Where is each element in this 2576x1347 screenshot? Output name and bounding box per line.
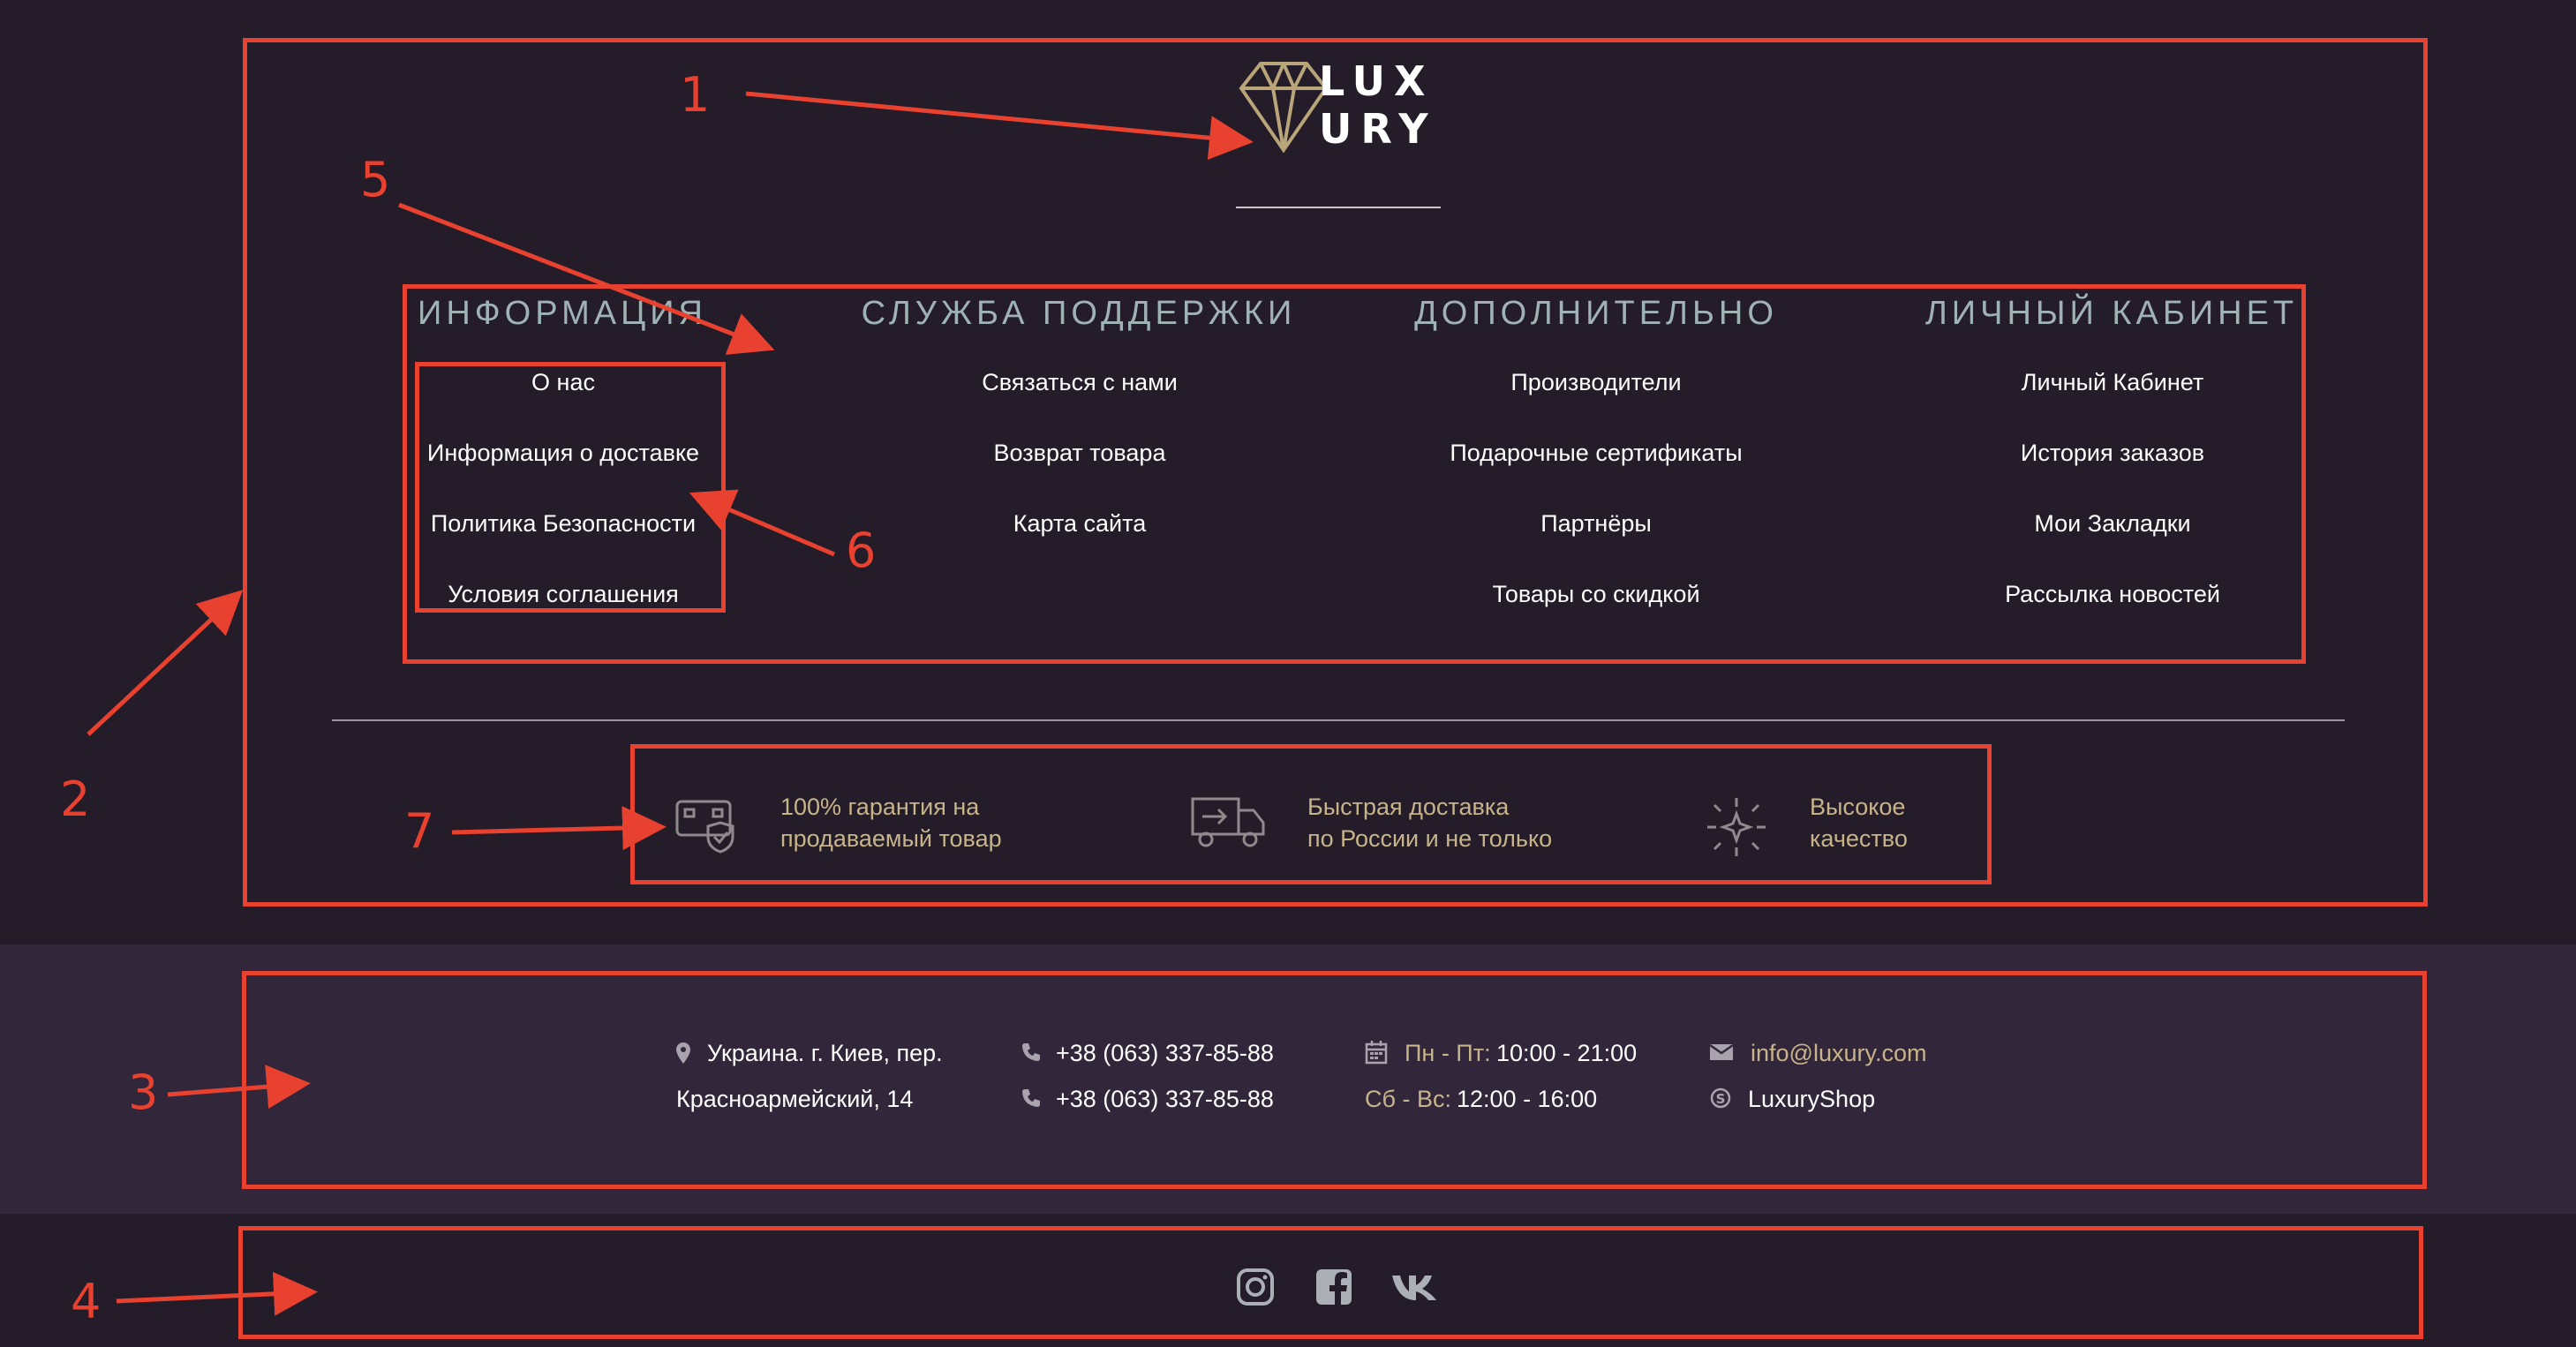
phone-icon (1022, 1043, 1040, 1061)
annotation-box-columns (403, 284, 2306, 664)
annotation-box-contacts (242, 971, 2427, 1189)
envelope-icon (1709, 1043, 1734, 1060)
sparkle-quality-icon (1707, 798, 1766, 856)
phone-icon (1022, 1089, 1040, 1107)
annotation-arrow-4 (116, 1271, 318, 1316)
vk-icon[interactable] (1390, 1272, 1440, 1302)
link-wishlist[interactable]: Мои Закладки (2034, 510, 2191, 537)
feature-delivery-line2: по России и не только (1307, 825, 1553, 852)
annotation-number-6: 6 (846, 523, 877, 578)
location-pin-icon (676, 1042, 690, 1064)
feature-delivery-line1: Быстрая доставка (1307, 794, 1510, 820)
weekday-hours: 10:00 - 21:00 (1496, 1040, 1638, 1066)
delivery-truck-icon (1191, 797, 1265, 847)
annotation-arrow-6 (689, 489, 835, 557)
annotation-number-3: 3 (128, 1065, 159, 1120)
annotation-box-info-links (415, 362, 726, 613)
email-link[interactable]: info@luxury.com (1751, 1040, 1927, 1066)
logo-text-line1: LUX (1319, 58, 1435, 105)
annotation-arrow-7 (451, 806, 667, 851)
column-title-info: ИНФОРМАЦИЯ (418, 295, 707, 332)
column-title-extra: ДОПОЛНИТЕЛЬНО (1414, 295, 1778, 332)
annotation-arrow-2 (87, 590, 244, 736)
feature-quality-line1: Высокое (1810, 794, 1906, 820)
annotation-number-4: 4 (71, 1274, 102, 1329)
link-delivery-info[interactable]: Информация о доставке (426, 440, 700, 466)
svg-text:S: S (1716, 1091, 1726, 1107)
address-line2: Красноармейский, 14 (676, 1086, 914, 1112)
annotation-number-2: 2 (60, 771, 91, 827)
feature-guarantee-line1: 100% гарантия на (780, 794, 980, 820)
diamond-icon (1239, 62, 1329, 154)
phone-2[interactable]: +38 (063) 337-85-88 (1056, 1086, 1274, 1112)
link-contact-us[interactable]: Связаться с нами (982, 369, 1178, 395)
column-title-support: СЛУЖБА ПОДДЕРЖКИ (861, 295, 1297, 332)
feature-quality-line2: качество (1810, 825, 1908, 852)
address-line1: Украина. г. Киев, пер. (707, 1040, 943, 1066)
link-manufacturers[interactable]: Производители (1510, 369, 1682, 395)
weekday-label: Пн - Пт: (1405, 1040, 1491, 1066)
feature-guarantee-line2: продаваемый товар (780, 825, 1002, 852)
link-order-history[interactable]: История заказов (2020, 440, 2205, 466)
annotation-number-5: 5 (360, 152, 391, 207)
annotation-arrow-1 (745, 91, 1254, 161)
link-sitemap[interactable]: Карта сайта (1013, 510, 1147, 537)
link-privacy-policy[interactable]: Политика Безопасности (430, 510, 697, 537)
instagram-icon[interactable] (1236, 1268, 1275, 1306)
link-newsletter[interactable]: Рассылка новостей (2005, 581, 2220, 607)
contact-band (0, 944, 2576, 1214)
skype-name[interactable]: LuxuryShop (1748, 1086, 1876, 1112)
annotation-number-1: 1 (680, 67, 711, 123)
weekend-label: Сб - Вс: (1365, 1086, 1451, 1112)
link-terms[interactable]: Условия соглашения (448, 581, 679, 607)
annotation-box-main (243, 38, 2428, 907)
link-account[interactable]: Личный Кабинет (2021, 369, 2204, 395)
logo-text-line2: URY (1319, 105, 1437, 153)
link-returns[interactable]: Возврат товара (993, 440, 1166, 466)
social-band (0, 1214, 2576, 1347)
link-partners[interactable]: Партнёры (1540, 510, 1652, 537)
facebook-icon[interactable] (1314, 1268, 1353, 1306)
phone-1[interactable]: +38 (063) 337-85-88 (1056, 1040, 1274, 1066)
logo-divider (1236, 207, 1441, 208)
weekend-hours: 12:00 - 16:00 (1457, 1086, 1598, 1112)
annotation-number-7: 7 (404, 803, 435, 859)
column-title-account: ЛИЧНЫЙ КАБИНЕТ (1924, 295, 2299, 332)
link-specials[interactable]: Товары со скидкой (1492, 581, 1700, 607)
link-gift-certificates[interactable]: Подарочные сертификаты (1450, 440, 1743, 466)
card-shield-icon (675, 800, 734, 854)
annotation-arrow-3 (167, 1065, 311, 1110)
skype-icon: S (1710, 1087, 1731, 1109)
logo[interactable]: LUX URY (1234, 58, 1446, 155)
annotation-box-social (238, 1226, 2423, 1339)
link-about[interactable]: О нас (531, 369, 595, 395)
section-divider (332, 719, 2345, 721)
calendar-icon (1365, 1041, 1388, 1065)
annotation-arrow-5 (398, 202, 775, 355)
